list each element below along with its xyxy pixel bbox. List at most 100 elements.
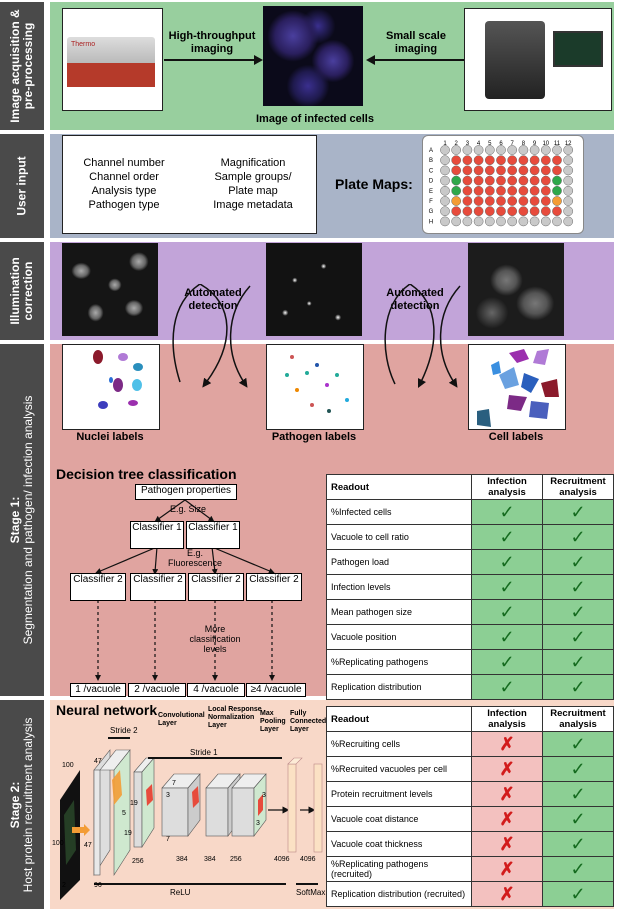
nn-dim-47-side: 47 xyxy=(84,842,92,849)
readout-label: Vacuole position xyxy=(326,624,472,650)
params-box: Channel number Channel order Analysis ty… xyxy=(62,135,317,234)
plate-row-label: F xyxy=(429,199,433,205)
recruitment-cell: ✓ xyxy=(542,856,614,882)
plate-well xyxy=(484,145,495,155)
plate-well xyxy=(540,145,551,155)
tree-classifier-2a: Classifier 2 xyxy=(70,573,126,601)
readout-label: Vacuole coat thickness xyxy=(326,831,472,857)
nn-dim-4096-b: 4096 xyxy=(300,856,316,863)
table-header-2: Recruitment analysis xyxy=(542,706,614,732)
plate-col-label: 10 xyxy=(542,141,549,147)
plate-well xyxy=(496,216,506,227)
cross-icon: ✗ xyxy=(499,759,515,779)
nn-legend-conv: Convolutional Layer xyxy=(158,712,205,727)
nn-dim-5: 5 xyxy=(122,810,126,817)
plate-well xyxy=(529,206,540,217)
cell-labels-caption: Cell labels xyxy=(488,431,544,443)
tree-root: Pathogen properties xyxy=(135,484,237,500)
checkmark-icon: ✓ xyxy=(570,834,586,854)
plate-col-label: 6 xyxy=(499,141,503,147)
checkmark-icon: ✓ xyxy=(570,527,586,547)
pathogen-labels-image xyxy=(266,344,364,430)
stage2-title: Stage 2: xyxy=(8,781,22,828)
cell-labels-image xyxy=(468,344,566,430)
plate-well xyxy=(518,155,529,166)
recruitment-cell: ✓ xyxy=(542,574,614,600)
pathogen-labels-caption: Pathogen labels xyxy=(271,431,357,443)
plate-well xyxy=(507,206,518,217)
high-throughput-label: High-throughput imaging xyxy=(168,30,256,55)
plate-well xyxy=(440,196,450,206)
plate-well xyxy=(440,206,450,217)
param-magnification: Magnification xyxy=(220,157,286,169)
cross-icon: ✗ xyxy=(499,834,515,854)
nn-dim-384-a: 384 xyxy=(176,856,188,863)
arrow-left xyxy=(374,59,464,61)
plate-well xyxy=(484,155,495,166)
plate-well xyxy=(440,216,450,227)
plate-well xyxy=(529,145,540,155)
recruitment-cell: ✓ xyxy=(542,731,614,757)
param-plate-map: Plate map xyxy=(228,185,278,197)
nn-dim-19-a: 19 xyxy=(130,800,138,807)
table-row: %Replicating pathogens (recruited)✗✓ xyxy=(326,856,614,882)
plate-well xyxy=(484,185,495,196)
plate-well xyxy=(451,206,462,217)
table-row: Vacuole position✓✓ xyxy=(326,624,614,650)
table-row: %Recruiting cells✗✓ xyxy=(326,731,614,757)
nn-dim-96: 96 xyxy=(94,882,102,889)
plate-well xyxy=(507,216,518,227)
plate-well xyxy=(563,216,574,227)
sidebar-stage1: Stage 1:Segmentation and pathogen/ infec… xyxy=(0,344,44,696)
neural-network-diagram xyxy=(60,737,323,900)
tree-classifier-2c: Classifier 2 xyxy=(188,573,244,601)
param-sample-groups: Sample groups/ xyxy=(214,171,292,183)
readout-label: Vacuole coat distance xyxy=(326,806,472,832)
cross-icon: ✗ xyxy=(499,734,515,754)
plate-well xyxy=(496,196,506,206)
plate-well xyxy=(540,175,551,186)
arrowhead-left xyxy=(366,55,375,65)
plate-well xyxy=(540,185,551,196)
plate-well xyxy=(507,155,518,166)
recruitment-cell: ✓ xyxy=(542,674,614,700)
arrow-right xyxy=(164,59,256,61)
plate-well xyxy=(496,185,506,196)
table-row: Protein recruitment levels✗✓ xyxy=(326,781,614,807)
plate-well xyxy=(484,206,495,217)
tree-more-levels: More classification levels xyxy=(189,624,241,654)
readout-label: %Replicating pathogens (recruited) xyxy=(326,856,472,882)
checkmark-icon: ✓ xyxy=(499,527,515,547)
infected-cells-image xyxy=(263,6,363,106)
checkmark-icon: ✓ xyxy=(570,577,586,597)
plate-well xyxy=(451,196,462,206)
infection-cell: ✓ xyxy=(471,674,543,700)
plate-well xyxy=(440,145,450,155)
recruitment-cell: ✓ xyxy=(542,781,614,807)
plate-well xyxy=(473,216,484,227)
readout-label: Infection levels xyxy=(326,574,472,600)
infection-cell: ✓ xyxy=(471,524,543,550)
params-col2: Magnification Sample groups/ Plate map I… xyxy=(195,156,311,212)
plate-well xyxy=(451,155,462,166)
recruitment-cell: ✓ xyxy=(542,831,614,857)
band-acquisition: Thermo High-throughput imaging Image of … xyxy=(50,2,614,130)
cross-icon: ✗ xyxy=(499,884,515,904)
cross-icon: ✗ xyxy=(499,809,515,829)
plate-col-label: 1 xyxy=(443,141,447,147)
param-channel-number: Channel number xyxy=(83,157,165,169)
detection-arrows xyxy=(172,284,461,389)
plate-well xyxy=(540,216,551,227)
plate-well xyxy=(518,145,529,155)
plate-well xyxy=(473,185,484,196)
readout-label: Replication distribution xyxy=(326,674,472,700)
nn-dim-19-b: 19 xyxy=(124,830,132,837)
plate-well xyxy=(496,145,506,155)
plate-well xyxy=(507,165,518,176)
nn-dim-7-b: 7 xyxy=(166,836,170,843)
plate-well xyxy=(462,165,473,176)
tree-classifier-1a: Classifier 1 xyxy=(130,521,184,549)
infection-cell: ✓ xyxy=(471,599,543,625)
